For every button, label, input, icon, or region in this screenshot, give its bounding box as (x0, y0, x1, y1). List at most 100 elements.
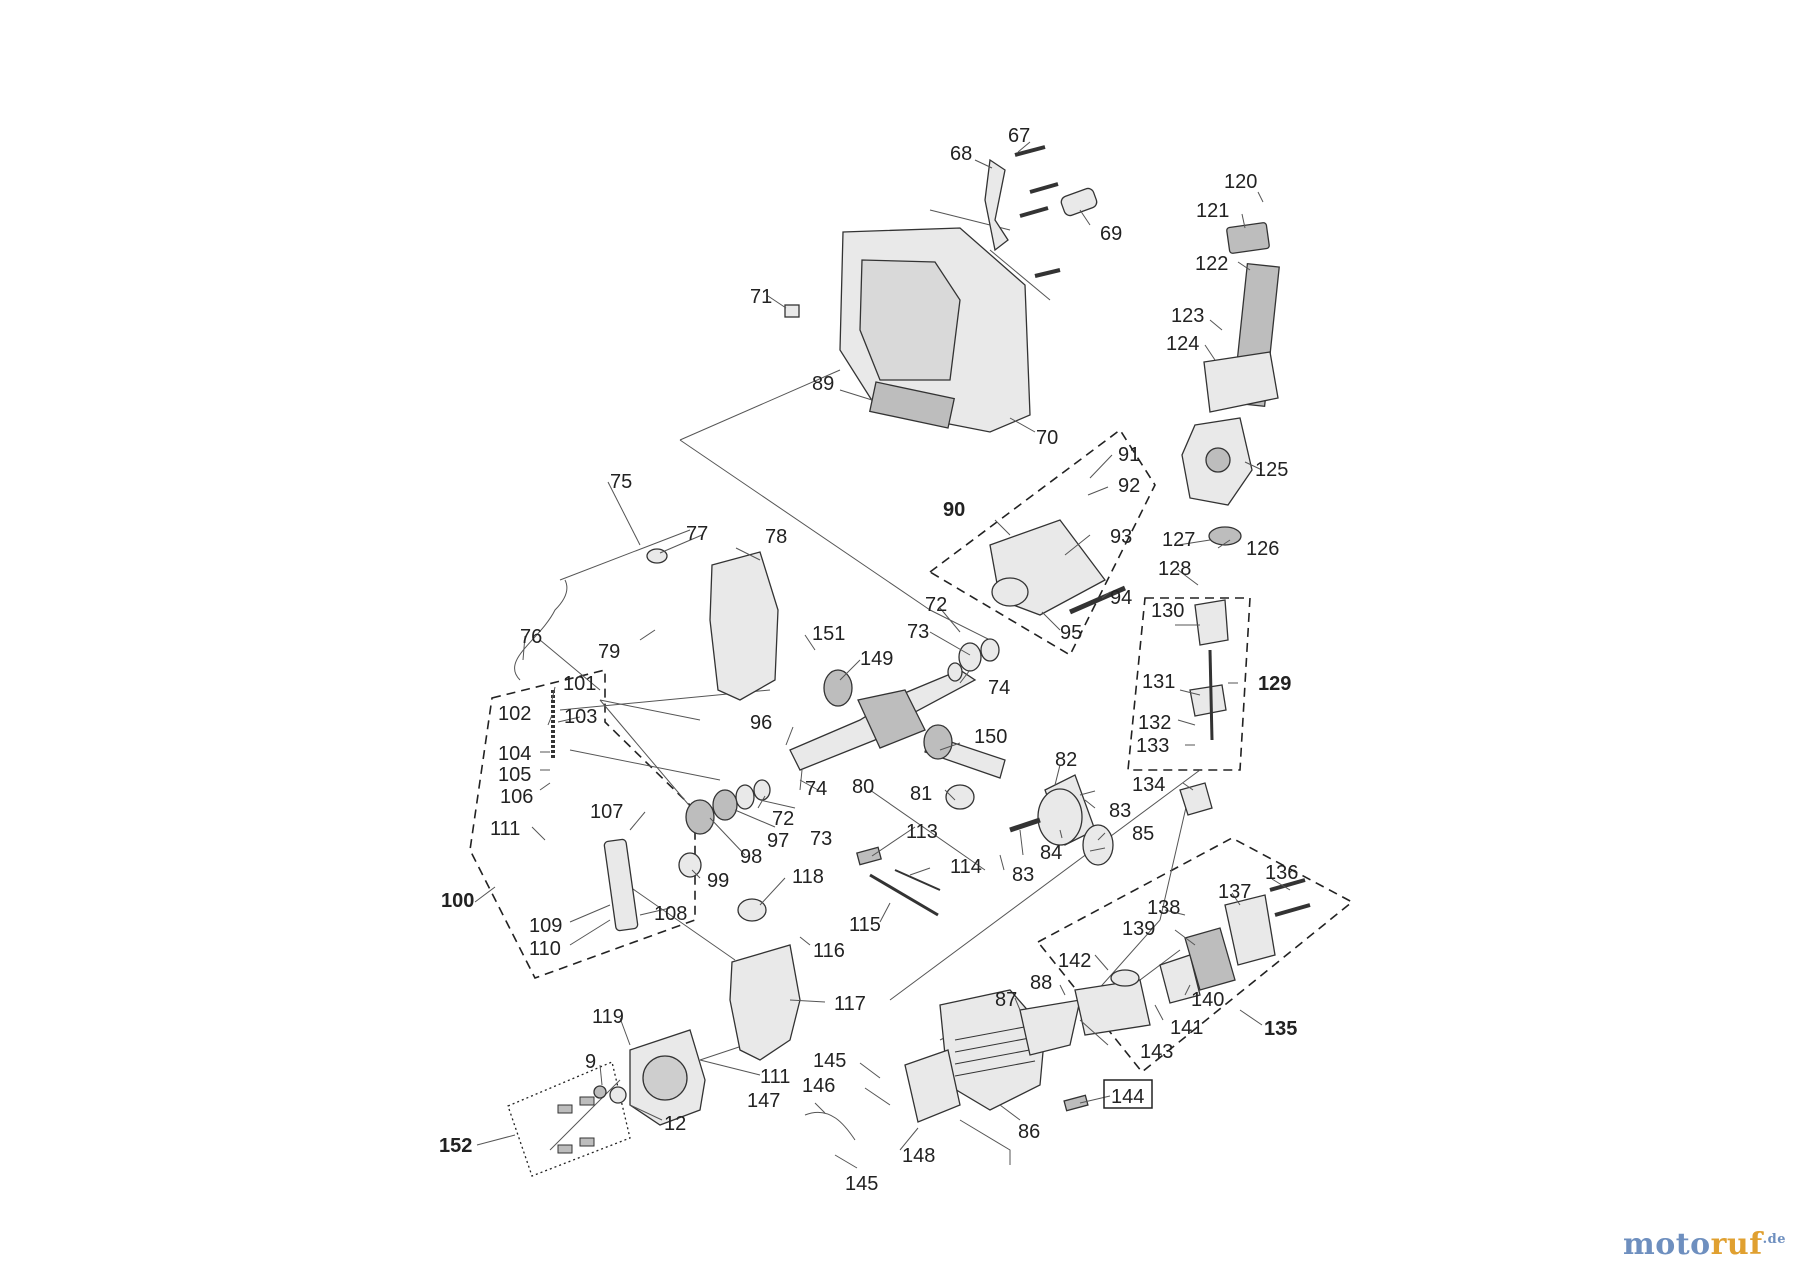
part-label: 107 (590, 801, 623, 823)
part-label: 127 (1162, 529, 1195, 551)
part-label: 121 (1196, 200, 1229, 222)
part-label: 106 (500, 786, 533, 808)
part-label: 143 (1140, 1041, 1173, 1063)
bearing-81 (945, 784, 975, 810)
part-label: 72 (772, 808, 794, 830)
part-label: 76 (520, 626, 542, 648)
rod-115 (869, 873, 939, 917)
part-130 (1194, 599, 1229, 646)
bearing-72-top (958, 642, 982, 672)
part-label: 97 (767, 830, 789, 852)
part-label: 85 (1132, 823, 1154, 845)
screen-139 (1184, 927, 1236, 991)
part-label: 140 (1191, 989, 1224, 1011)
part-label: 108 (654, 903, 687, 925)
part-label: 93 (1110, 526, 1132, 548)
part-label: 84 (1040, 842, 1062, 864)
bracket-68 (984, 158, 1009, 252)
rod-114 (894, 869, 941, 891)
group-outline-129 (1127, 597, 1251, 771)
washer-9 (593, 1085, 607, 1099)
part-label: 70 (1036, 427, 1058, 449)
part-label: 9 (585, 1051, 596, 1073)
part-label: 67 (1008, 125, 1030, 147)
part-labels: 67 68 69 120 121 122 71 123 124 89 70 12… (439, 125, 1298, 1195)
part-label: 152 (439, 1135, 472, 1157)
part-label: 71 (750, 286, 772, 308)
part-label: 146 (802, 1075, 835, 1097)
part-label: 74 (805, 778, 827, 800)
bearing-73-top (980, 638, 1000, 662)
part-label: 12 (664, 1113, 686, 1135)
part-label: 90 (943, 499, 965, 521)
spark-plug-144 (1063, 1094, 1089, 1112)
muffler-143 (1074, 979, 1151, 1036)
part-label: 116 (813, 940, 845, 962)
part-label: 95 (1060, 622, 1082, 644)
part-label: 139 (1122, 918, 1155, 940)
seal-74-top (947, 662, 963, 682)
spark-lead (959, 1119, 1011, 1165)
part-label: 145 (813, 1050, 846, 1072)
part-label: 149 (860, 648, 893, 670)
part-label: 122 (1195, 253, 1228, 275)
part-label: 117 (834, 993, 866, 1015)
part-label: 81 (910, 783, 932, 805)
part-label: 134 (1132, 774, 1165, 796)
part-label: 88 (1030, 972, 1052, 994)
part-label: 103 (564, 706, 597, 728)
part-113 (856, 846, 882, 866)
part-label: 109 (529, 915, 562, 937)
plate-121 (1226, 222, 1270, 254)
part-label: 92 (1118, 475, 1140, 497)
part-label: 110 (529, 938, 561, 960)
part-label: 120 (1224, 171, 1257, 193)
part-label: 69 (1100, 223, 1122, 245)
pump-107 (603, 838, 639, 932)
part-label: 145 (845, 1173, 878, 1195)
part-label: 68 (950, 143, 972, 165)
part-label: 100 (441, 890, 474, 912)
cover-137 (1224, 894, 1276, 966)
group-outline-90 (928, 428, 1156, 657)
leader-lines (474, 141, 1291, 1169)
part-label: 91 (1118, 444, 1140, 466)
boxed-label-frame (1103, 1079, 1153, 1109)
watermark-suffix: .de (1762, 1232, 1786, 1247)
part-label: 78 (765, 526, 787, 548)
plug-71 (784, 304, 800, 318)
ignition-148 (904, 1049, 961, 1123)
part-label: 136 (1265, 862, 1298, 884)
part-label: 126 (1246, 538, 1279, 560)
part-label: 73 (810, 828, 832, 850)
part-label: 130 (1151, 600, 1184, 622)
assembly-guide-lines (539, 209, 1201, 1151)
part-label: 74 (988, 677, 1010, 699)
part-label: 111 (760, 1066, 790, 1088)
part-label: 98 (740, 846, 762, 868)
screw-set-top (1014, 145, 1061, 278)
part-label: 124 (1166, 333, 1199, 355)
bearing-149 (823, 669, 853, 707)
watermark-logo: motoruf.de (1623, 1227, 1786, 1262)
seal-72-lower (753, 779, 771, 801)
part-label: 144 (1111, 1086, 1144, 1108)
part-label: 148 (902, 1145, 935, 1167)
part-label: 118 (792, 866, 824, 888)
part-label: 111 (490, 818, 520, 840)
bracket-124 (1203, 351, 1279, 413)
part-label: 83 (1109, 800, 1131, 822)
pin-84 (1009, 817, 1041, 833)
deflector-87 (1019, 999, 1081, 1056)
crankcase-78 (709, 551, 779, 701)
piston-ring-85 (1082, 824, 1114, 866)
part-label: 150 (974, 726, 1007, 748)
part-131 (1189, 684, 1227, 717)
part-label: 77 (686, 523, 708, 545)
part-label: 82 (1055, 749, 1077, 771)
nut-12 (609, 1086, 627, 1104)
watermark-text-b: ruf (1710, 1227, 1763, 1262)
part-label: 114 (950, 856, 982, 878)
ring-99 (678, 852, 702, 878)
part-label: 73 (907, 621, 929, 643)
